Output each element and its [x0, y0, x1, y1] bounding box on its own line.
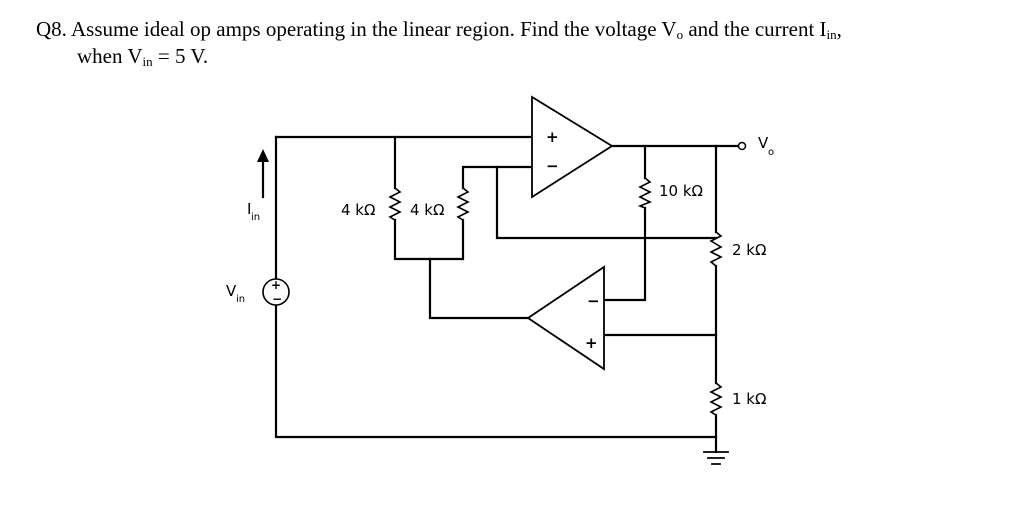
resistor-4k-right	[456, 186, 470, 222]
op-amp-1-minus: −	[546, 157, 559, 175]
question-line1-b: and the current I	[683, 17, 827, 41]
question-vin-sub: in	[142, 54, 153, 69]
question-iin-sub: in	[826, 27, 837, 42]
source-minus: −	[272, 292, 282, 306]
op-amp-2-plus: +	[585, 334, 598, 352]
voltage-source: + −	[262, 278, 290, 306]
circuit-wires	[274, 135, 740, 454]
resistor-2k	[709, 230, 723, 268]
r3-label: 10 kΩ	[659, 182, 703, 200]
ground-symbol	[703, 451, 729, 465]
r5-label: 1 kΩ	[732, 390, 766, 408]
vin-label-sub: in	[236, 294, 245, 305]
question-number: Q8.	[36, 17, 67, 41]
vin-label-main: V	[226, 282, 237, 300]
r1-label: 4 kΩ	[341, 201, 375, 219]
question-line1-a: Assume ideal op amps operating in the li…	[71, 17, 677, 41]
op-amp-2-minus: −	[587, 292, 600, 310]
r2-label: 4 kΩ	[410, 201, 444, 219]
current-arrow	[257, 149, 269, 199]
output-terminal	[737, 141, 747, 151]
op-amp-1-plus: +	[546, 128, 559, 146]
vo-label-sub: o	[768, 147, 774, 158]
vo-label-main: V	[758, 134, 769, 152]
question-line1-c: ,	[836, 17, 842, 41]
question-line2-a: when V	[77, 44, 143, 68]
question-text: Q8. Assume ideal op amps operating in th…	[36, 16, 996, 70]
question-line2: when Vin = 5 V.	[36, 43, 996, 70]
iin-label-main: I	[247, 200, 251, 218]
source-plus: +	[271, 278, 281, 292]
iin-label-sub: in	[251, 212, 260, 223]
resistor-10k	[637, 176, 652, 210]
op-amp-2: − +	[526, 265, 605, 371]
resistor-4k-left	[388, 186, 402, 222]
r4-label: 2 kΩ	[732, 241, 766, 259]
question-line2-b: = 5 V.	[152, 44, 209, 68]
question-vo-sub: o	[676, 27, 684, 42]
op-amp-1: + −	[531, 95, 614, 199]
resistor-1k	[709, 381, 723, 417]
